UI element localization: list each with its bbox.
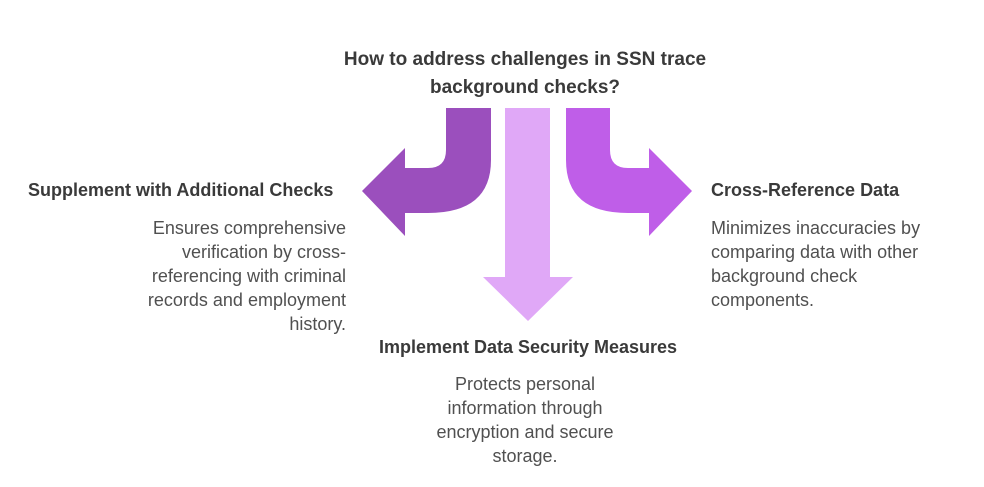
right-branch-heading: Cross-Reference Data	[711, 180, 900, 200]
left-branch-description: Ensures comprehensive verification by cr…	[147, 218, 346, 334]
right-branch-arrow	[566, 108, 692, 236]
center-branch-arrow	[483, 108, 573, 321]
diagram-title: How to address challenges in SSN trace b…	[343, 49, 707, 98]
left-branch-arrow	[362, 108, 491, 236]
center-branch-description: Protects personal information through en…	[436, 374, 614, 466]
left-branch-heading: Supplement with Additional Checks	[28, 180, 334, 200]
right-branch-description: Minimizes inaccuracies by comparing data…	[711, 218, 921, 310]
center-branch-heading: Implement Data Security Measures	[378, 337, 678, 357]
